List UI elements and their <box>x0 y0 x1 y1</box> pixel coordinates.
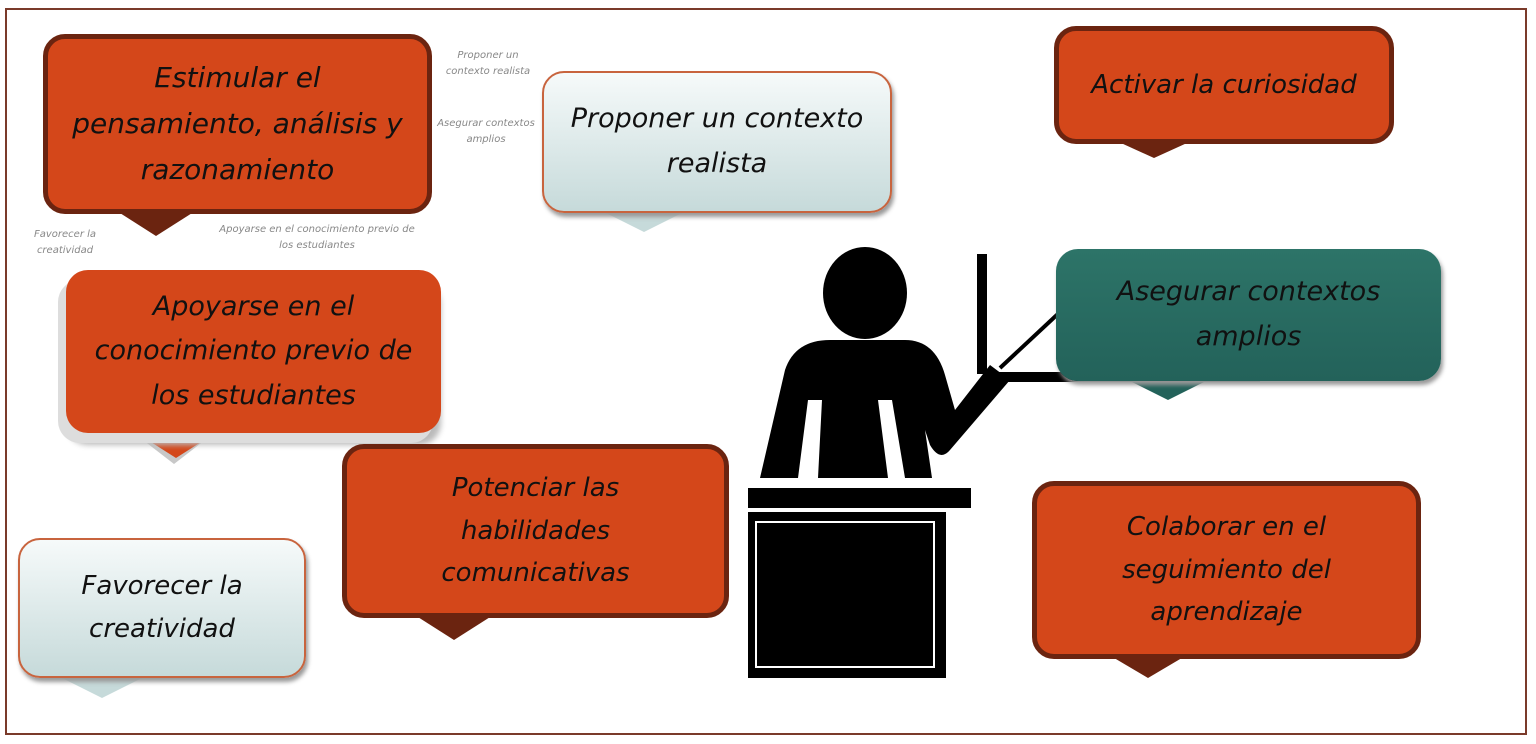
bubble-apoyarse: Apoyarse en el conocimiento previo de lo… <box>66 270 441 433</box>
bubble-estimular: Estimular el pensamiento, análisis y raz… <box>43 34 432 214</box>
bubble-activar: Activar la curiosidad <box>1054 26 1394 144</box>
ghost-label-apoyarse: Apoyarse en el conocimiento previo de lo… <box>219 224 415 251</box>
bubble-potenciar: Potenciar las habilidades comunicativas <box>342 444 729 618</box>
bubble-colaborar: Colaborar en el seguimiento del aprendiz… <box>1032 481 1421 659</box>
bubble-tail <box>58 676 146 698</box>
bubble-proponer: Proponer un contexto realista <box>542 71 892 213</box>
bubble-favorecer: Favorecer la creatividad <box>18 538 306 678</box>
ghost-label-asegurar: Asegurar contextos amplios <box>437 118 535 145</box>
ghost-label-favorecer: Favorecer la creatividad <box>33 229 97 256</box>
diagram-frame <box>5 8 1527 735</box>
bubble-tail <box>600 210 688 232</box>
bubble-tail <box>132 430 220 458</box>
bubble-asegurar: Asegurar contextos amplios <box>1056 249 1441 381</box>
bubble-tail <box>1124 378 1212 400</box>
ghost-label-proponer: Proponer un contexto realista <box>445 50 531 77</box>
